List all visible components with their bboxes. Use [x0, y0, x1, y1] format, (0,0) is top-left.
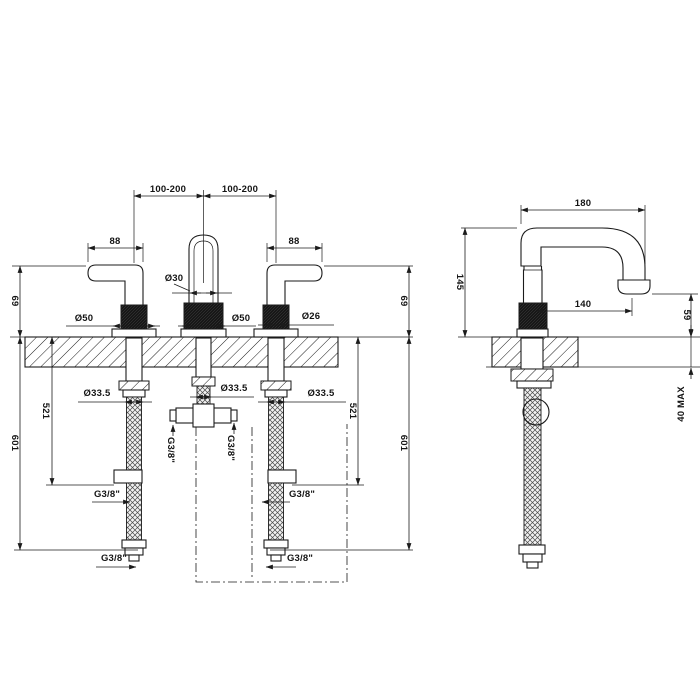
side-dimensions: 180 145 140 59 40 MAX	[454, 198, 698, 422]
deck-side	[458, 336, 700, 368]
dim-outlet-height: 59	[681, 310, 692, 321]
front-dimensions: 100-200 100-200 88 88 Ø30 Ø50 Ø50	[9, 184, 413, 570]
dim-handle-projection-right: 88	[289, 236, 300, 247]
dim-deck-thickness-max: 40 MAX	[676, 386, 687, 422]
dim-depth-hose-left: 601	[9, 435, 20, 452]
dim-height-right: 69	[398, 296, 409, 307]
label-thread-tee-right: G3/8"	[225, 435, 236, 461]
dim-spout-projection: 140	[575, 299, 591, 310]
spout-below-deck-side	[510, 337, 554, 569]
hose-clip-detail-circle	[522, 398, 550, 426]
handle-right	[253, 264, 323, 338]
dim-spacing-left: 100-200	[150, 184, 186, 195]
label-thread-hose-left: G3/8"	[101, 553, 127, 564]
label-thread-elbow-right: G3/8"	[289, 489, 315, 500]
deck-front	[10, 336, 413, 368]
label-handle-grip-diameter: Ø26	[302, 311, 321, 322]
label-thread-hose-right: G3/8"	[287, 553, 313, 564]
handle-left	[87, 264, 157, 338]
dim-depth-valve-left: 521	[40, 403, 51, 420]
dim-spout-width: 180	[575, 198, 591, 209]
label-hole-right: Ø33.5	[308, 388, 335, 399]
side-view: 180 145 140 59 40 MAX	[454, 198, 700, 569]
spout-side	[516, 227, 651, 338]
label-thread-tee-left: G3/8"	[165, 437, 176, 463]
label-hole-left: Ø33.5	[84, 388, 111, 399]
label-thread-elbow-left: G3/8"	[94, 489, 120, 500]
dim-depth-valve-right: 521	[347, 403, 358, 420]
label-hole-center: Ø33.5	[221, 383, 248, 394]
dim-depth-hose-right: 601	[398, 435, 409, 452]
dim-handle-projection-left: 88	[110, 236, 121, 247]
label-spout-diameter: Ø30	[165, 273, 184, 284]
label-handle-base-diameter: Ø50	[75, 313, 94, 324]
valve-right-below-deck	[260, 337, 297, 562]
valve-left-below-deck	[113, 337, 150, 562]
dim-spacing-right: 100-200	[222, 184, 258, 195]
spout-tee-below-deck	[169, 337, 348, 583]
dim-height-above-deck: 145	[454, 274, 465, 291]
front-view: 100-200 100-200 88 88 Ø30 Ø50 Ø50	[9, 184, 413, 583]
label-spout-base-diameter: Ø50	[232, 313, 251, 324]
dim-height-left: 69	[9, 296, 20, 307]
